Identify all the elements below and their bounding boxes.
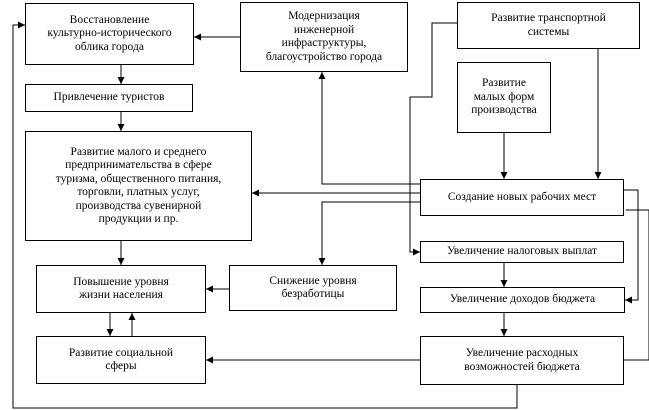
node-sme: Развитие малого и среднего предпринимате… [25,131,252,241]
edge-transport-to-taxes [409,22,457,256]
node-unemployment: Снижение уровня безработицы [229,265,397,311]
node-taxes: Увеличение налоговых выплат [420,241,624,263]
node-budget-income: Увеличение доходов бюджета [420,287,625,313]
node-small-forms-label: Развитие малых форм производства [471,77,537,117]
node-restoration: Восстановление культурно-исторического о… [25,3,194,65]
node-budget-spend-label: Увеличение расходных возможностей бюджет… [464,347,580,373]
edge-budget-spend-side-link [624,209,649,361]
node-living: Повышение уровня жизни населения [36,265,206,313]
node-social-label: Развитие социальной сферы [68,346,174,373]
node-jobs-label: Создание новых рабочих мест [447,190,597,203]
node-transport-label: Развитие транспортной системы [491,12,606,38]
node-living-label: Повышение уровня жизни населения [73,275,169,302]
node-transport: Развитие транспортной системы [457,2,640,49]
node-budget-spend: Увеличение расходных возможностей бюджет… [420,336,624,385]
node-social: Развитие социальной сферы [36,336,206,384]
node-tourists: Привлечение туристов [25,84,193,112]
edge-jobs-to-budget-income [624,189,639,304]
edge-budget-spend-to-restoration [12,21,518,409]
node-jobs: Создание новых рабочих мест [420,179,624,216]
node-restoration-label: Восстановление культурно-исторического о… [47,13,172,53]
node-modernization-label: Модернизация инженерной инфраструктуры, … [265,10,383,63]
node-sme-label: Развитие малого и среднего предпринимате… [55,145,222,226]
node-modernization: Модернизация инженерной инфраструктуры, … [240,2,408,72]
edge-jobs-to-modernization [318,72,420,185]
node-taxes-label: Увеличение налоговых выплат [446,245,598,258]
node-small-forms: Развитие малых форм производства [457,62,551,133]
node-budget-income-label: Увеличение доходов бюджета [449,293,596,306]
edge-jobs-to-unemployment [318,201,420,265]
node-tourists-label: Привлечение туристов [53,91,165,104]
node-unemployment-label: Снижение уровня безработицы [269,274,357,301]
